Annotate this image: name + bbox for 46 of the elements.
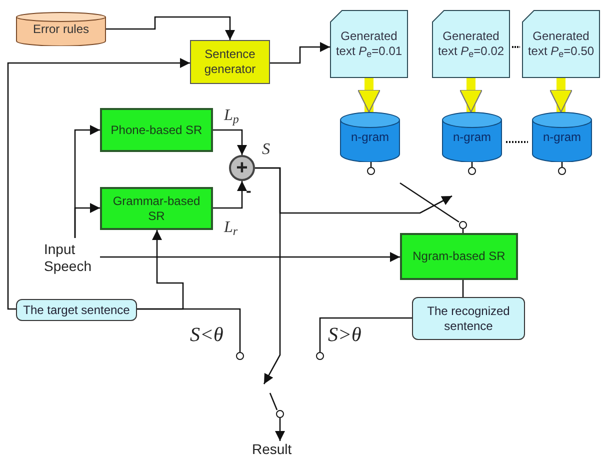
node-text: Input Speech bbox=[43, 240, 92, 276]
condition-label: S<θ bbox=[190, 325, 224, 345]
arrow bbox=[213, 181, 247, 209]
edge-label: L$_{r}$ bbox=[224, 220, 238, 236]
arrow bbox=[270, 42, 330, 64]
node-text: Phone-based SR bbox=[110, 122, 204, 138]
condition-label: S>θ bbox=[328, 325, 362, 345]
connector-line bbox=[319, 317, 412, 352]
summing-junction bbox=[229, 155, 255, 181]
process-box bbox=[190, 40, 270, 84]
data-box bbox=[412, 297, 525, 340]
connector-line bbox=[462, 280, 464, 297]
process-box bbox=[100, 187, 213, 230]
node-text: Grammar-based SR bbox=[112, 194, 202, 224]
node-text: Error rules bbox=[32, 21, 90, 38]
block-arrow bbox=[459, 78, 483, 113]
block-arrow bbox=[549, 78, 573, 113]
node-text: The target sentence bbox=[22, 302, 131, 318]
node-text: Generated text P$_{e}$=0.01 bbox=[334, 29, 404, 59]
minus-sign: - bbox=[246, 184, 252, 200]
node-text: Ngram-based SR bbox=[412, 249, 506, 264]
arrow bbox=[100, 252, 400, 262]
arrow bbox=[74, 203, 100, 238]
plus-sign: + bbox=[235, 158, 249, 178]
edge-label: S bbox=[262, 142, 270, 158]
process-box bbox=[400, 233, 518, 280]
connector-line bbox=[137, 308, 241, 352]
node-text: Generated text P$_{e}$=0.02 bbox=[436, 29, 506, 59]
block-arrow bbox=[357, 78, 381, 113]
arrow bbox=[213, 129, 247, 155]
data-box bbox=[16, 299, 137, 321]
node-text: The recognized sentence bbox=[426, 304, 511, 334]
arrow bbox=[7, 58, 190, 310]
node-text: Result bbox=[251, 441, 293, 459]
node-text: n-gram bbox=[542, 129, 582, 146]
arrow bbox=[255, 167, 452, 214]
node-text: Sentence generator bbox=[203, 47, 257, 77]
process-box bbox=[100, 108, 213, 152]
connector-line bbox=[269, 392, 278, 410]
edge-label: L$_{p}$ bbox=[224, 108, 239, 124]
node-text: n-gram bbox=[452, 129, 492, 146]
connector-line bbox=[400, 182, 460, 223]
node-text: Generated text P$_{e}$=0.50 bbox=[526, 29, 596, 59]
arrow bbox=[106, 16, 235, 40]
node-text: n-gram bbox=[350, 129, 390, 146]
arrow bbox=[275, 418, 285, 441]
